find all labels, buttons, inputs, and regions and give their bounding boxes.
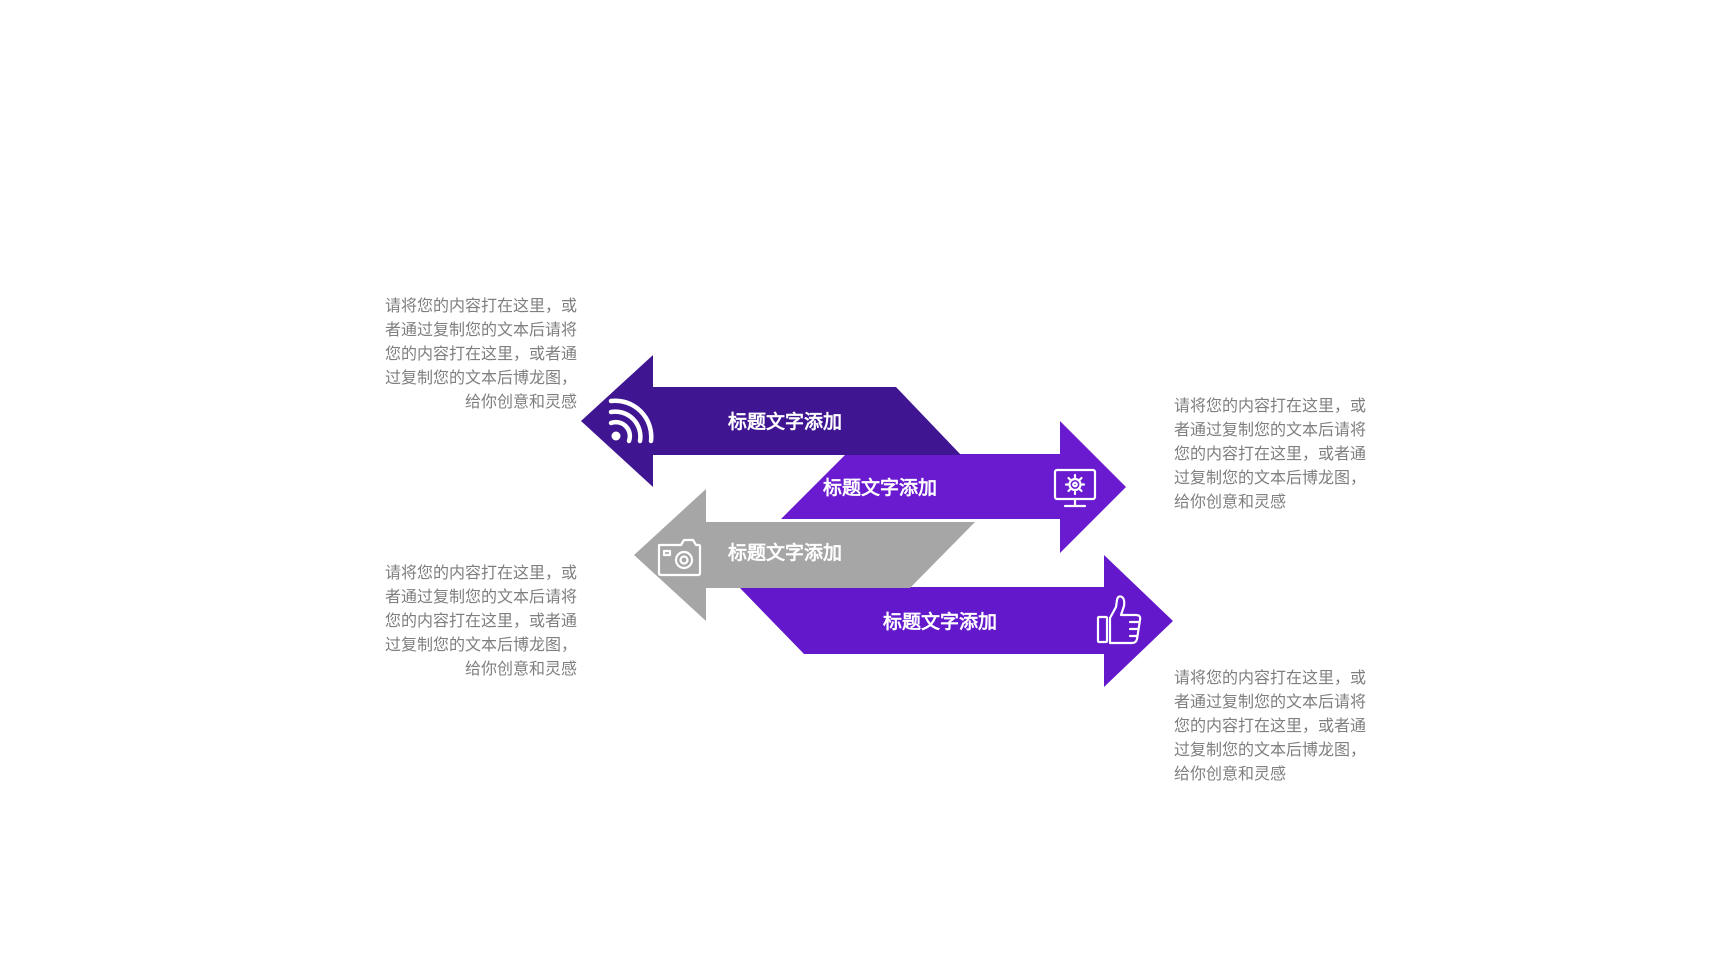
description-2: 请将您的内容打在这里，或 者通过复制您的文本后请将 您的内容打在这里，或者通 过… <box>1174 394 1396 514</box>
description-4-line: 请将您的内容打在这里，或 <box>1174 668 1367 687</box>
description-2-line: 者通过复制您的文本后请将 <box>1174 420 1367 439</box>
description-1-line: 者通过复制您的文本后请将 <box>384 320 577 339</box>
description-3-line: 您的内容打在这里，或者通 <box>384 611 577 630</box>
description-1: 请将您的内容打在这里，或 者通过复制您的文本后请将 您的内容打在这里，或者通 过… <box>355 294 577 414</box>
description-2-line: 您的内容打在这里，或者通 <box>1174 444 1367 463</box>
arrow-3-shape <box>634 489 975 621</box>
description-3-line: 过复制您的文本后博龙图， <box>384 635 577 654</box>
description-4-line: 者通过复制您的文本后请将 <box>1174 692 1367 711</box>
arrow-3[interactable]: 标题文字添加 <box>634 489 975 621</box>
camera-icon <box>657 538 702 577</box>
description-3-line: 请将您的内容打在这里，或 <box>384 563 577 582</box>
description-4-line: 给你创意和灵感 <box>1174 764 1287 783</box>
arrow-1-shape <box>581 355 961 487</box>
description-1-line: 请将您的内容打在这里，或 <box>384 296 577 315</box>
thumbs-up-icon <box>1096 595 1142 645</box>
description-2-line: 过复制您的文本后博龙图， <box>1174 468 1367 487</box>
arrow-2-title: 标题文字添加 <box>823 476 937 499</box>
arrow-4-title: 标题文字添加 <box>883 610 997 633</box>
description-2-line: 请将您的内容打在这里，或 <box>1174 396 1367 415</box>
description-4-line: 您的内容打在这里，或者通 <box>1174 716 1367 735</box>
description-4: 请将您的内容打在这里，或 者通过复制您的文本后请将 您的内容打在这里，或者通 过… <box>1174 666 1396 786</box>
description-1-line: 过复制您的文本后博龙图， <box>384 368 577 387</box>
arrow-1[interactable]: 标题文字添加 <box>581 355 961 487</box>
description-3: 请将您的内容打在这里，或 者通过复制您的文本后请将 您的内容打在这里，或者通 过… <box>355 561 577 681</box>
arrow-3-title: 标题文字添加 <box>728 541 842 564</box>
description-3-line: 给你创意和灵感 <box>464 659 577 678</box>
wifi-signal-icon <box>608 398 654 444</box>
description-3-line: 者通过复制您的文本后请将 <box>384 587 577 606</box>
description-2-line: 给你创意和灵感 <box>1174 492 1287 511</box>
description-4-line: 过复制您的文本后博龙图， <box>1174 740 1367 759</box>
description-1-line: 给你创意和灵感 <box>464 392 577 411</box>
description-1-line: 您的内容打在这里，或者通 <box>384 344 577 363</box>
monitor-gear-icon <box>1053 468 1097 508</box>
arrow-1-title: 标题文字添加 <box>728 410 842 433</box>
